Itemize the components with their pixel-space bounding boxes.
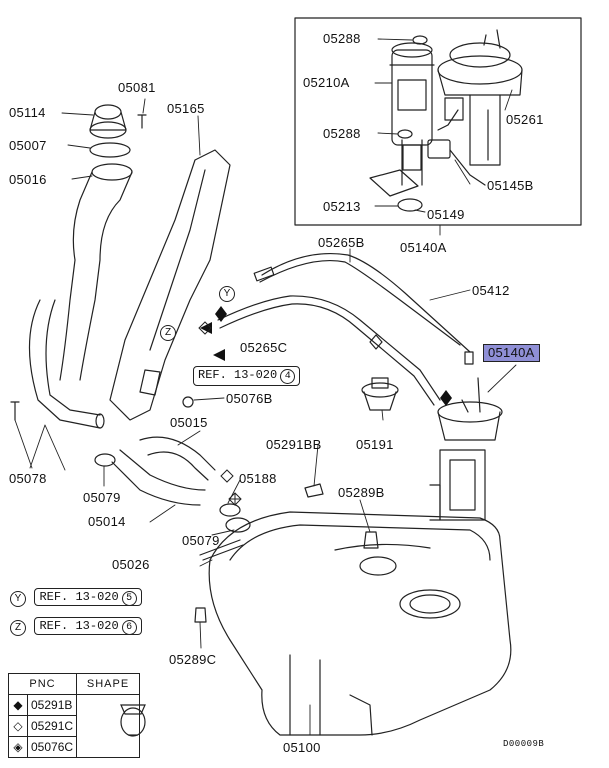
valve-05191-shape (361, 377, 399, 411)
tank-pump-port (399, 589, 461, 619)
label-05100[interactable]: 05100 (283, 740, 321, 755)
label-05261[interactable]: 05261 (506, 112, 544, 127)
vent-hose-05265b (259, 259, 461, 346)
label-05191[interactable]: 05191 (356, 437, 394, 452)
label-05076b[interactable]: 05076B (226, 391, 273, 406)
cross-diamond (228, 492, 242, 506)
label-05149[interactable]: 05149 (427, 207, 465, 222)
legend-symbol-hollow-diamond: ◇ (8, 715, 28, 737)
o-ring-mid (397, 129, 413, 139)
label-05079-b[interactable]: 05079 (182, 533, 220, 548)
ref-y-num: 5 (121, 591, 137, 606)
filter-shape (369, 169, 419, 197)
fuel-cap-shape (89, 104, 127, 139)
hollow-diamond-1 (198, 321, 212, 335)
label-05412[interactable]: 05412 (472, 283, 510, 298)
legend-pnc-05291b[interactable]: 05291B (26, 694, 78, 716)
label-05007[interactable]: 05007 (9, 138, 47, 153)
legend-symbol-cross-diamond: ◈ (8, 736, 28, 758)
label-05213[interactable]: 05213 (323, 199, 361, 214)
label-05165[interactable]: 05165 (167, 101, 205, 116)
diamond-marker-2 (440, 390, 452, 406)
label-05140a-box[interactable]: 05140A (400, 240, 447, 255)
ref-z-mark: Z (10, 620, 26, 636)
tank-valve-port (359, 556, 397, 576)
pump-assembly-inset-box (294, 17, 582, 226)
legend-header-pnc: PNC (7, 673, 78, 695)
diamond-marker-1 (215, 306, 227, 322)
label-05188[interactable]: 05188 (239, 471, 277, 486)
gasket-shape (89, 142, 131, 158)
label-05081[interactable]: 05081 (118, 80, 156, 95)
label-05026[interactable]: 05026 (112, 557, 150, 572)
o-ring-top (412, 35, 428, 45)
legend-shape-cell (76, 694, 141, 758)
label-05016[interactable]: 05016 (9, 172, 47, 187)
label-05114[interactable]: 05114 (9, 105, 46, 120)
ref-z-text: REF. 13-020 (39, 619, 119, 633)
hollow-diamond-2 (220, 469, 234, 483)
label-05015[interactable]: 05015 (170, 415, 208, 430)
filler-neck-shape (28, 163, 133, 429)
ref-y-mark: Y (10, 591, 26, 607)
ref-main-num: 4 (280, 369, 296, 384)
filler-hose-05015 (139, 436, 216, 481)
diagram-code: D00009B (503, 739, 545, 749)
legend-symbol-filled-diamond: ◆ (8, 694, 28, 716)
marker-y: Y (219, 286, 235, 302)
hose-05265c (217, 295, 441, 401)
heat-protector-shape (109, 149, 231, 421)
pump-module-shape (437, 29, 523, 166)
label-05014[interactable]: 05014 (88, 514, 126, 529)
label-05210a[interactable]: 05210A (303, 75, 350, 90)
label-05291bb[interactable]: 05291BB (266, 437, 322, 452)
label-05289c[interactable]: 05289C (169, 652, 217, 667)
label-05288-b[interactable]: 05288 (323, 126, 361, 141)
pump-assembly-in-tank-shape (429, 377, 503, 521)
legend-pnc-05076c[interactable]: 05076C (26, 736, 78, 758)
filler-hose-05014 (111, 449, 206, 506)
label-05265c[interactable]: 05265C (240, 340, 288, 355)
legend-table: PNC SHAPE ◆ 05291B ◇ 05291C ◈ 05076C (7, 673, 141, 758)
label-05140a-highlighted[interactable]: 05140A (483, 344, 540, 362)
marker-z: Z (160, 325, 176, 341)
label-05265b[interactable]: 05265B (318, 235, 365, 250)
legend-header-shape: SHAPE (76, 673, 141, 695)
pipe-05026 (199, 539, 244, 561)
label-05145b[interactable]: 05145B (487, 178, 534, 193)
fuel-tank-shape (208, 511, 512, 736)
label-05079-a[interactable]: 05079 (83, 490, 121, 505)
label-05289b[interactable]: 05289B (338, 485, 385, 500)
fuel-pump-shape (389, 42, 435, 186)
legend-pnc-05291c[interactable]: 05291C (26, 715, 78, 737)
ref-main-text: REF. 13-020 (198, 368, 278, 382)
arrow-marker-1 (200, 322, 212, 334)
arrow-marker-2 (213, 349, 225, 361)
gauge-unit-shape (427, 109, 486, 186)
label-05078[interactable]: 05078 (9, 471, 47, 486)
label-05288-a[interactable]: 05288 (323, 31, 361, 46)
vent-hose-05412 (261, 252, 471, 353)
ref-y-text: REF. 13-020 (39, 590, 119, 604)
ref-z-num: 6 (121, 620, 137, 635)
